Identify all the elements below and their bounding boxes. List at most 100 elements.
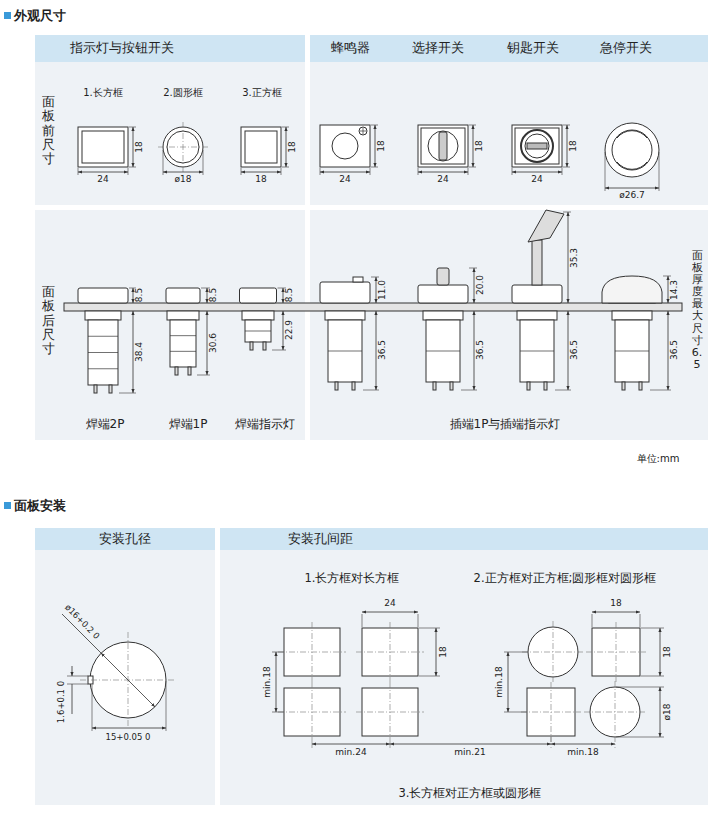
dimension-line [283, 288, 284, 303]
extension-line [520, 351, 554, 352]
tolerance-dimension: 15+0.05 0 [106, 733, 151, 742]
dimension-line [92, 728, 166, 729]
center-line [553, 621, 554, 683]
center-line [615, 681, 616, 748]
outline-shape [167, 311, 199, 320]
terminal [352, 382, 355, 390]
dimension-value: 36.5 [378, 340, 388, 360]
extension-line [328, 351, 362, 352]
outline-shape [426, 320, 460, 382]
header-cell: 指示灯与按钮开关 [35, 35, 305, 62]
extension-line [362, 614, 363, 627]
terminal [263, 342, 266, 350]
dimension-line [320, 172, 370, 173]
dimension-value: min.21 [454, 748, 485, 758]
dimension-value: 18 [377, 140, 387, 151]
round-outline [428, 131, 458, 161]
dimension-line [283, 311, 284, 350]
extension-line [469, 167, 476, 168]
outline-shape [240, 288, 277, 303]
dimension-value: 8.5 [285, 288, 295, 302]
dimension-line [473, 125, 474, 167]
outline-shape [242, 311, 274, 320]
outline-shape [615, 320, 649, 382]
dimension-line [133, 127, 134, 167]
table-cell [220, 550, 708, 805]
dimension-value: min.18 [495, 666, 505, 697]
center-line [551, 682, 552, 742]
center-line [312, 742, 313, 748]
unit-note: 单位:mm [637, 453, 680, 464]
dimension-value: 8.5 [135, 288, 145, 302]
center-line [551, 736, 552, 748]
dimension-value: 36.5 [570, 340, 580, 360]
extension-line [555, 390, 571, 391]
extension-line [163, 150, 164, 175]
terminal [109, 385, 112, 393]
frame-type: 3.正方框 [242, 87, 282, 98]
extension-line [241, 168, 242, 175]
section-bullet [4, 502, 11, 509]
outline-shape [78, 127, 128, 167]
outline-shape [421, 128, 465, 164]
panel-plate [64, 303, 682, 311]
dimension-line [551, 744, 615, 745]
header-cell: 安装孔径 [35, 528, 215, 550]
terminal [175, 367, 178, 375]
dimension-line [101, 653, 155, 707]
extension-line [129, 127, 136, 128]
dimension-line [133, 311, 134, 393]
extension-line [282, 127, 289, 128]
header-text: 蜂鸣器 [331, 40, 370, 57]
terminal [250, 342, 253, 350]
outline-shape [320, 125, 370, 167]
terminal [527, 382, 530, 390]
header-cell: 钥匙开关 [485, 35, 580, 62]
dimension-line [512, 172, 562, 173]
terminal-type: 插端1P与插端指示灯 [450, 418, 561, 431]
dimension-value: 36.5 [476, 340, 486, 360]
extension-line [461, 390, 477, 391]
extension-line [370, 168, 371, 175]
outline-shape [439, 132, 447, 160]
dimension-value: 35.3 [570, 248, 580, 268]
dimension-line [375, 125, 376, 167]
extension-line [371, 277, 379, 278]
dimension-line [376, 277, 377, 303]
extension-line [203, 150, 204, 175]
header-cell: 安装孔间距 [220, 528, 708, 550]
table-cell [35, 62, 305, 205]
dimension-value: 24 [97, 175, 108, 185]
section-bullet [4, 12, 11, 19]
outline-shape [170, 320, 196, 367]
dimension-line [568, 311, 569, 390]
outline-shape [245, 320, 271, 342]
header-text: 急停开关 [600, 40, 652, 57]
extension-line [282, 167, 289, 168]
dimension-value: min.18 [263, 666, 273, 697]
frame-type: 1.长方框 [83, 87, 123, 98]
extension-line [468, 168, 469, 175]
spacing-case: 1.长方框对长方框 [305, 572, 400, 585]
dimension-line [207, 288, 208, 303]
extension-line [272, 350, 286, 351]
extension-line [119, 393, 136, 394]
outline-shape [527, 143, 547, 149]
dimension-line [312, 744, 390, 745]
header-text: 安装孔径 [99, 531, 151, 548]
dimension-line [418, 172, 468, 173]
dimension-value: 24 [531, 175, 542, 185]
dimension-line [592, 612, 640, 613]
terminal [450, 382, 453, 390]
extension-line [281, 168, 282, 175]
dimension-value: 18 [288, 141, 298, 152]
outline-shape [602, 276, 662, 303]
dimension-value: ø18 [663, 704, 673, 721]
extension-line [641, 628, 664, 629]
round-outline [605, 123, 659, 177]
dimension-value: 20.0 [476, 275, 486, 295]
dimension-value: 18 [439, 646, 449, 657]
outline-shape [423, 311, 463, 320]
outline-shape [78, 288, 128, 303]
